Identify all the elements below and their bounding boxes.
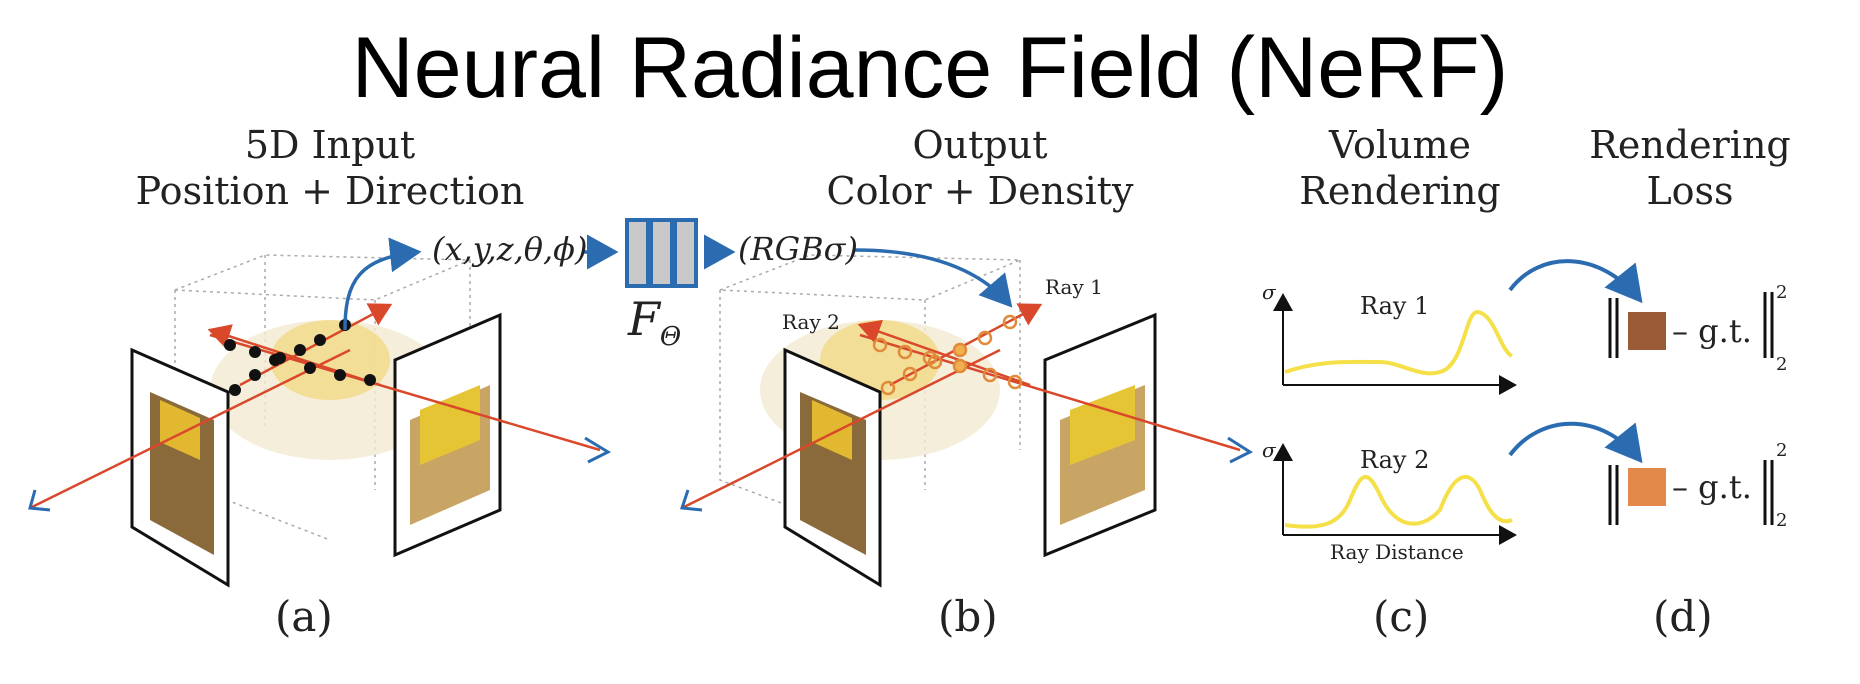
panel-b-header: Output Color + Density: [780, 122, 1180, 214]
ray2-label-b: Ray 2: [782, 310, 840, 334]
ray-a-2-head: [584, 436, 612, 464]
panel-label-a: (a): [275, 592, 333, 641]
color-swatch-ray1: [1628, 312, 1666, 350]
panel-b-scene: [679, 248, 1254, 588]
panel-c-plots: [1273, 259, 1643, 545]
page-title: Neural Radiance Field (NeRF): [351, 20, 1509, 116]
panel-a-header-line1: 5D Input: [244, 123, 416, 167]
network-block: [583, 218, 736, 288]
panel-d-loss: [1608, 292, 1774, 525]
panel-d-header-line2: Loss: [1646, 169, 1734, 213]
panel-a-header: 5D Input Position + Direction: [130, 122, 530, 214]
density-curve-ray2: [1284, 474, 1513, 529]
panel-b-header-line1: Output: [912, 123, 1048, 167]
arrow-to-output: [854, 248, 1013, 308]
panel-label-c: (c): [1373, 592, 1430, 641]
ray-a-1-head: [28, 489, 51, 512]
input-tuple: (x,y,z,θ,ϕ): [432, 230, 588, 268]
panel-d-header-line1: Rendering: [1589, 123, 1791, 167]
density-curve-ray1: [1284, 310, 1514, 376]
norm-sup-2: 2: [1776, 440, 1788, 461]
network-symbol-f: F: [628, 292, 660, 346]
ray-distance-label: Ray Distance: [1330, 540, 1464, 564]
ray-a-1: [29, 348, 351, 510]
color-swatch-ray2: [1628, 468, 1666, 506]
plot1-label: Ray 1: [1360, 292, 1430, 320]
network-symbol-theta: Θ: [659, 322, 682, 353]
panel-c-header-line2: Rendering: [1299, 169, 1501, 213]
norm-sub-2: 2: [1776, 510, 1788, 531]
norm-sup-1: 2: [1776, 282, 1788, 303]
panel-label-b: (b): [938, 592, 998, 641]
output-tuple: (RGBσ): [738, 230, 858, 268]
gt-label-2: – g.t.: [1672, 468, 1752, 506]
panel-a-scene: [28, 237, 612, 588]
panel-a-header-line2: Position + Direction: [135, 169, 525, 213]
panel-c-header-line1: Volume: [1329, 123, 1471, 167]
ray1-label-b: Ray 1: [1045, 275, 1103, 299]
panel-c-header: Volume Rendering: [1280, 122, 1520, 214]
arrow-to-input: [343, 237, 422, 331]
gt-label-1: – g.t.: [1672, 312, 1752, 350]
panel-b-header-line2: Color + Density: [826, 169, 1134, 213]
plot2-label: Ray 2: [1360, 446, 1430, 474]
norm-sub-1: 2: [1776, 354, 1788, 375]
panel-d-header: Rendering Loss: [1570, 122, 1810, 214]
panel-label-d: (d): [1653, 592, 1713, 641]
sigma-axis-2: σ: [1262, 438, 1276, 462]
sigma-axis-1: σ: [1262, 280, 1276, 304]
network-symbol: FΘ: [628, 292, 681, 352]
